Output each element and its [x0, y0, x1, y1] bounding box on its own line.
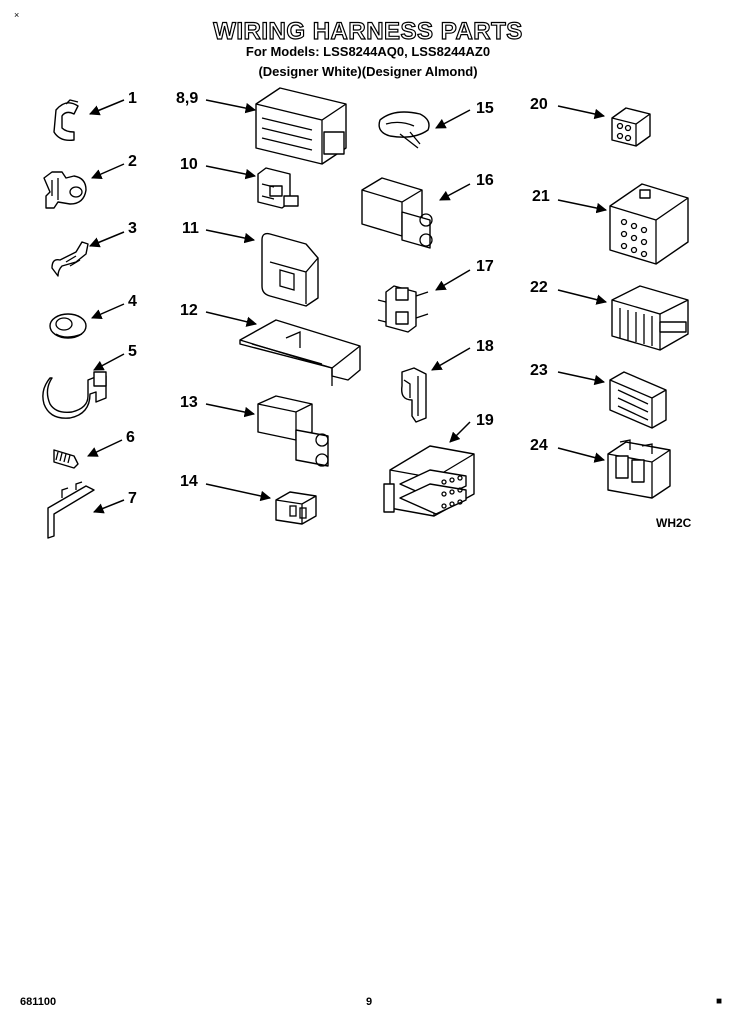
designs-line: (Designer White)(Designer Almond) — [258, 64, 478, 79]
part-16-connector — [361, 177, 433, 249]
part-label-6: 6 — [126, 429, 135, 446]
part-label-24: 24 — [530, 437, 548, 454]
part-label-10: 10 — [180, 156, 198, 173]
part-13-connector-housing — [257, 395, 329, 467]
part-19-multi-connector — [383, 445, 475, 517]
part-label-15: 15 — [476, 100, 494, 117]
part-3-wire-clip — [51, 241, 89, 277]
part-7-strip — [47, 481, 95, 539]
diagram-code: WH2C — [656, 516, 692, 530]
part-6-screw — [53, 449, 79, 469]
part-label-20: 20 — [530, 96, 548, 113]
part-label-16: 16 — [476, 172, 494, 189]
part-5-cable-clamp — [42, 371, 107, 419]
part-label-2: 2 — [128, 153, 137, 170]
part-label-17: 17 — [476, 258, 494, 275]
part-label-1: 1 — [128, 90, 137, 107]
page-number: 9 — [366, 996, 373, 1008]
part-label-22: 22 — [530, 279, 548, 296]
part-18-bracket — [401, 367, 427, 423]
part-20-small-block — [611, 107, 651, 147]
part-12-flat-connector — [239, 319, 361, 386]
part-label-21: 21 — [532, 188, 550, 205]
part-label-13: 13 — [180, 394, 198, 411]
part-1-clip — [53, 99, 79, 142]
corner-mark: × — [14, 10, 20, 20]
part-10-small-connector — [257, 167, 299, 209]
part-label-7: 7 — [128, 490, 137, 507]
part-label-3: 3 — [128, 220, 137, 237]
part-2-clamp — [43, 171, 87, 209]
page-title: WIRING HARNESS PARTS — [213, 17, 523, 45]
footer-code: 681100 — [20, 996, 57, 1008]
part-17-double-connector — [377, 285, 429, 333]
footer-mark: ■ — [716, 996, 723, 1007]
part-24-housing — [607, 439, 671, 499]
part-22-multipin-connector — [611, 285, 689, 351]
part-label-5: 5 — [128, 343, 137, 360]
part-label-12: 12 — [180, 302, 198, 319]
part-label-23: 23 — [530, 362, 548, 379]
models-line: For Models: LSS8244AQ0, LSS8244AZ0 — [245, 44, 491, 59]
part-11-housing — [261, 232, 319, 307]
part-label-18: 18 — [476, 338, 494, 355]
part-4-grommet — [49, 313, 87, 339]
part-label-11: 11 — [182, 220, 199, 237]
leader-arrows — [87, 99, 608, 514]
part-14-small-plug — [275, 491, 317, 525]
part-21-large-block — [609, 183, 689, 265]
part-label-8-9: 8,9 — [176, 90, 199, 107]
part-15-sleeve — [378, 111, 430, 149]
part-label-4: 4 — [128, 293, 137, 310]
part-8-9-connector-block — [255, 87, 347, 165]
part-label-19: 19 — [476, 412, 494, 429]
part-label-14: 14 — [180, 473, 198, 490]
part-23-d-connector — [609, 371, 667, 429]
